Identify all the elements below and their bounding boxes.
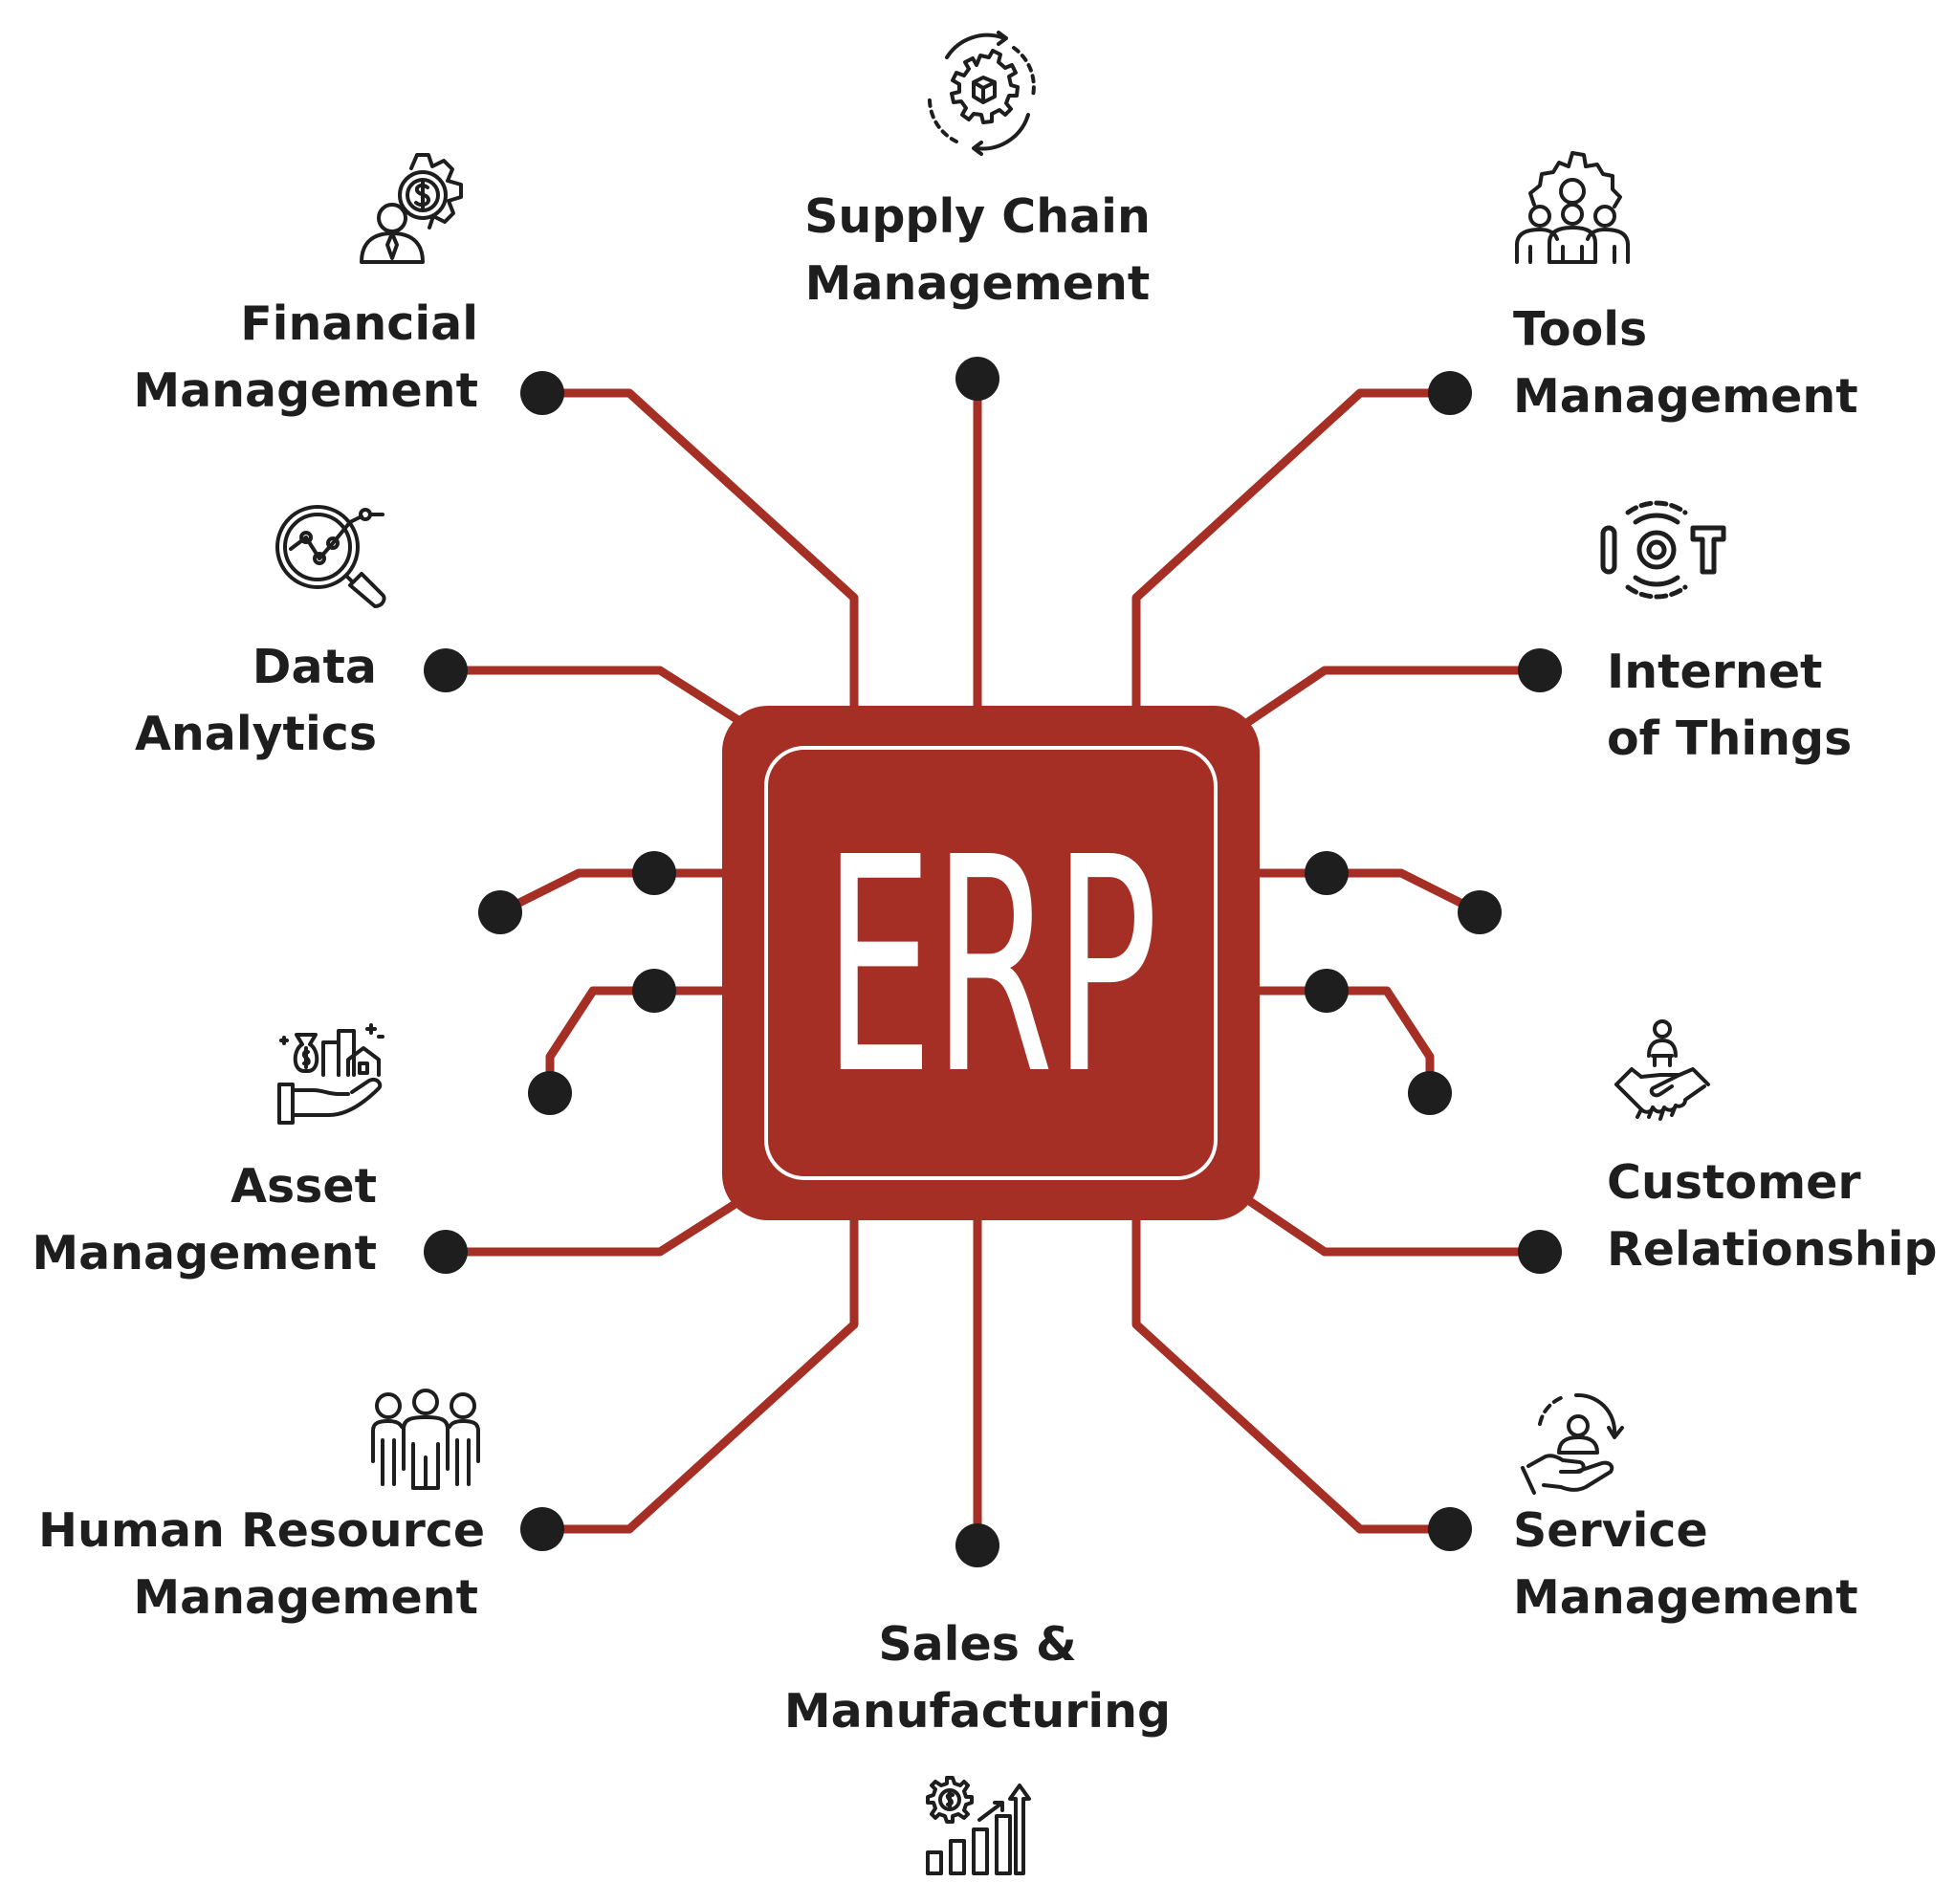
node-financial [520, 371, 564, 415]
label-line: Financial [240, 296, 478, 351]
magnifier-chart-icon [274, 501, 388, 614]
hand-person-cycle-icon [1519, 1390, 1630, 1495]
node-hr [520, 1507, 564, 1551]
label-asset: Asset Management [0, 1153, 377, 1287]
label-line: Management [1513, 369, 1858, 424]
trace-tools [1131, 388, 1455, 717]
label-line: Manufacturing [783, 1684, 1172, 1739]
node-right-4 [1408, 1071, 1452, 1115]
box-cycle-gear-icon [918, 29, 1043, 158]
node-left-4 [528, 1071, 572, 1115]
label-line: Sales & [878, 1617, 1077, 1672]
label-line: of Things [1607, 711, 1853, 766]
trace-data-analytics [441, 666, 746, 727]
erp-chip: ERP [722, 706, 1260, 1220]
trace-financial [538, 388, 859, 717]
label-line: Tools [1513, 302, 1648, 357]
trace-iot [1243, 666, 1545, 727]
erp-label: ERP [823, 795, 1158, 1140]
node-left-1 [632, 851, 676, 895]
trace-right-stub-2 [1322, 868, 1484, 917]
hand-assets-icon [275, 1021, 384, 1125]
trace-asset [441, 1195, 746, 1257]
node-data-analytics [424, 648, 468, 692]
node-left-2 [478, 890, 522, 934]
handshake-person-icon [1613, 1018, 1712, 1130]
node-right-3 [1305, 969, 1349, 1013]
label-line: Management [133, 363, 478, 418]
node-service [1428, 1507, 1472, 1551]
node-left-3 [632, 969, 676, 1013]
label-iot: Internet of Things [1607, 639, 1932, 773]
label-line: Management [32, 1226, 377, 1280]
chip-body [722, 706, 1260, 1220]
label-line: Relationship [1607, 1222, 1938, 1277]
circuit-traces [441, 374, 1545, 1550]
chip-inner-border [764, 746, 1218, 1180]
trace-left-stub-2 [495, 868, 659, 917]
label-line: Service [1513, 1503, 1708, 1558]
iot-signal-icon [1599, 500, 1727, 600]
node-tools [1428, 371, 1472, 415]
label-line: Management [133, 1570, 478, 1625]
label-service: Service Management [1513, 1498, 1915, 1631]
node-right-2 [1458, 890, 1502, 934]
node-asset [424, 1230, 468, 1274]
label-line: Human Resource [38, 1503, 486, 1558]
label-line: Management [1513, 1570, 1858, 1625]
label-line: Data [252, 640, 377, 694]
label-line: Internet [1607, 645, 1823, 699]
trace-hr [538, 1205, 859, 1534]
label-tools: Tools Management [1513, 296, 1915, 430]
label-financial: Financial Management [96, 291, 478, 425]
finance-person-gear-icon [356, 149, 480, 269]
label-supply-chain: Supply Chain Management [786, 184, 1169, 317]
node-supply-chain [955, 357, 999, 401]
label-hr: Human Resource Management [38, 1498, 486, 1631]
people-group-icon [369, 1389, 482, 1492]
growth-chart-gear-icon [922, 1774, 1031, 1879]
label-line: Customer [1607, 1155, 1861, 1210]
label-line: Asset [231, 1159, 377, 1214]
label-line: Analytics [134, 707, 377, 761]
node-iot [1518, 648, 1562, 692]
connector-nodes [424, 357, 1562, 1567]
label-line: Management [804, 256, 1151, 311]
label-data-analytics: Data Analytics [0, 634, 377, 768]
label-sales: Sales & Manufacturing [767, 1611, 1188, 1745]
node-right-1 [1305, 851, 1349, 895]
node-sales [955, 1523, 999, 1567]
team-gear-icon [1513, 147, 1632, 268]
trace-customer [1243, 1195, 1545, 1257]
label-customer: Customer Relationship [1607, 1149, 1951, 1283]
trace-service [1131, 1205, 1455, 1534]
node-customer [1518, 1230, 1562, 1274]
label-line: Supply Chain [804, 189, 1151, 244]
